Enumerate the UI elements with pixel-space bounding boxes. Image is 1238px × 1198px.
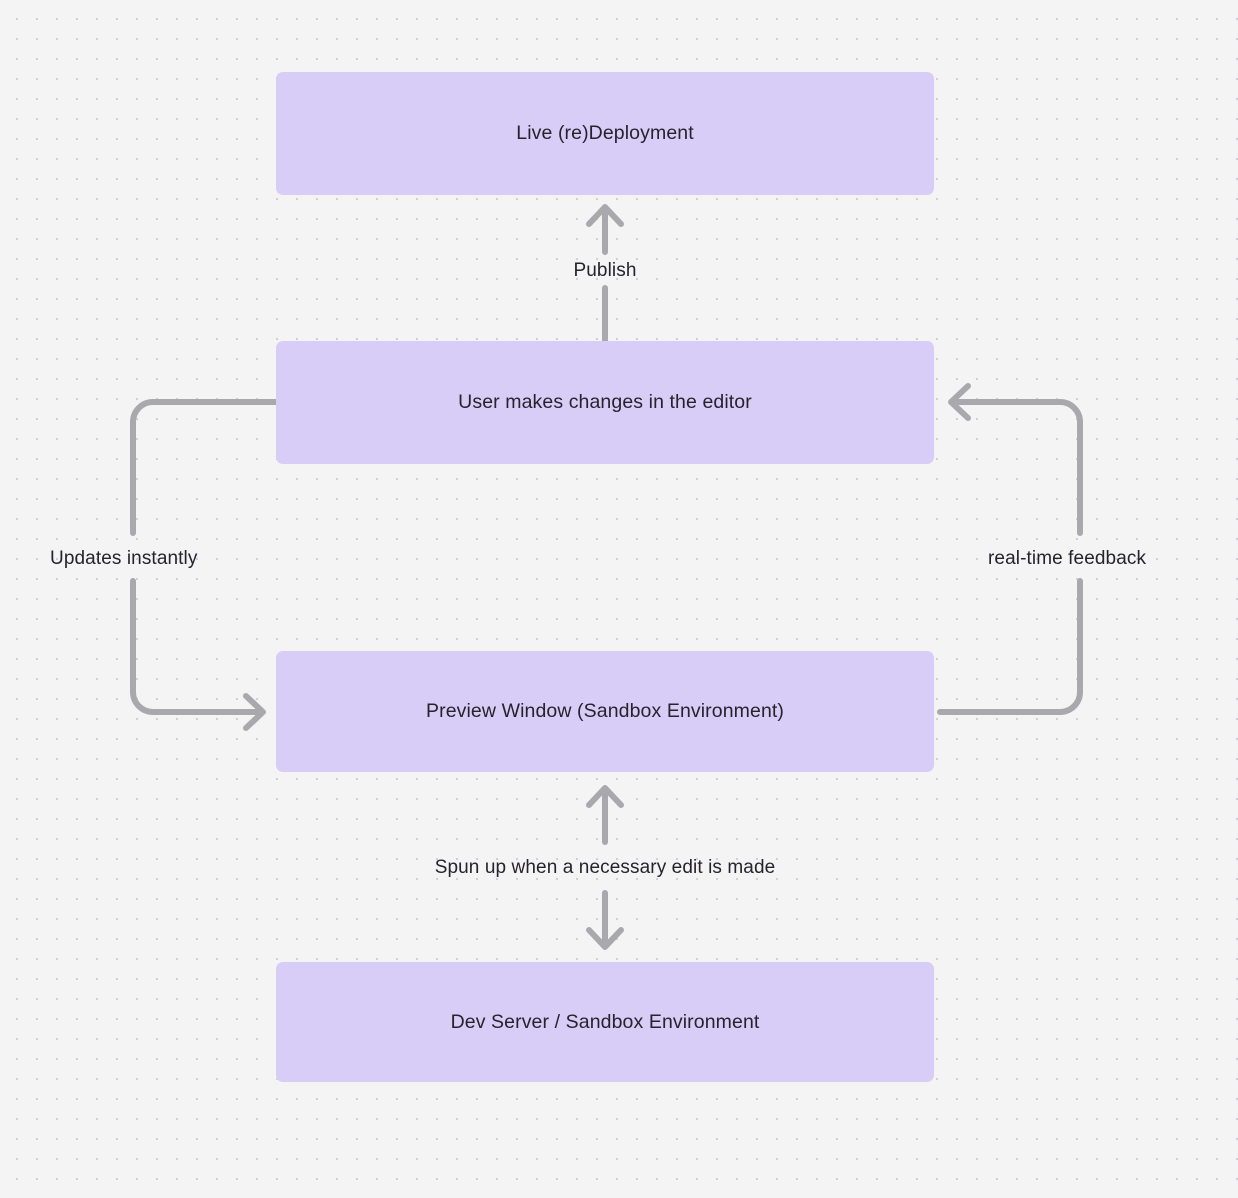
edge-label-real-time-feedback: real-time feedback — [988, 548, 1147, 569]
edge-label-updates-instantly: Updates instantly — [50, 548, 198, 569]
node-preview-window[interactable]: Preview Window (Sandbox Environment) — [276, 651, 934, 772]
node-user-edits-label: User makes changes in the editor — [458, 391, 752, 414]
node-live-deployment[interactable]: Live (re)Deployment — [276, 72, 934, 195]
node-dev-server-label: Dev Server / Sandbox Environment — [450, 1010, 760, 1033]
node-live-deployment-label: Live (re)Deployment — [516, 122, 694, 145]
node-preview-window-label: Preview Window (Sandbox Environment) — [426, 700, 784, 723]
node-user-edits[interactable]: User makes changes in the editor — [276, 341, 934, 464]
edge-label-spun-up: Spun up when a necessary edit is made — [434, 857, 776, 878]
node-dev-server[interactable]: Dev Server / Sandbox Environment — [276, 962, 934, 1082]
edge-label-publish: Publish — [573, 260, 637, 281]
